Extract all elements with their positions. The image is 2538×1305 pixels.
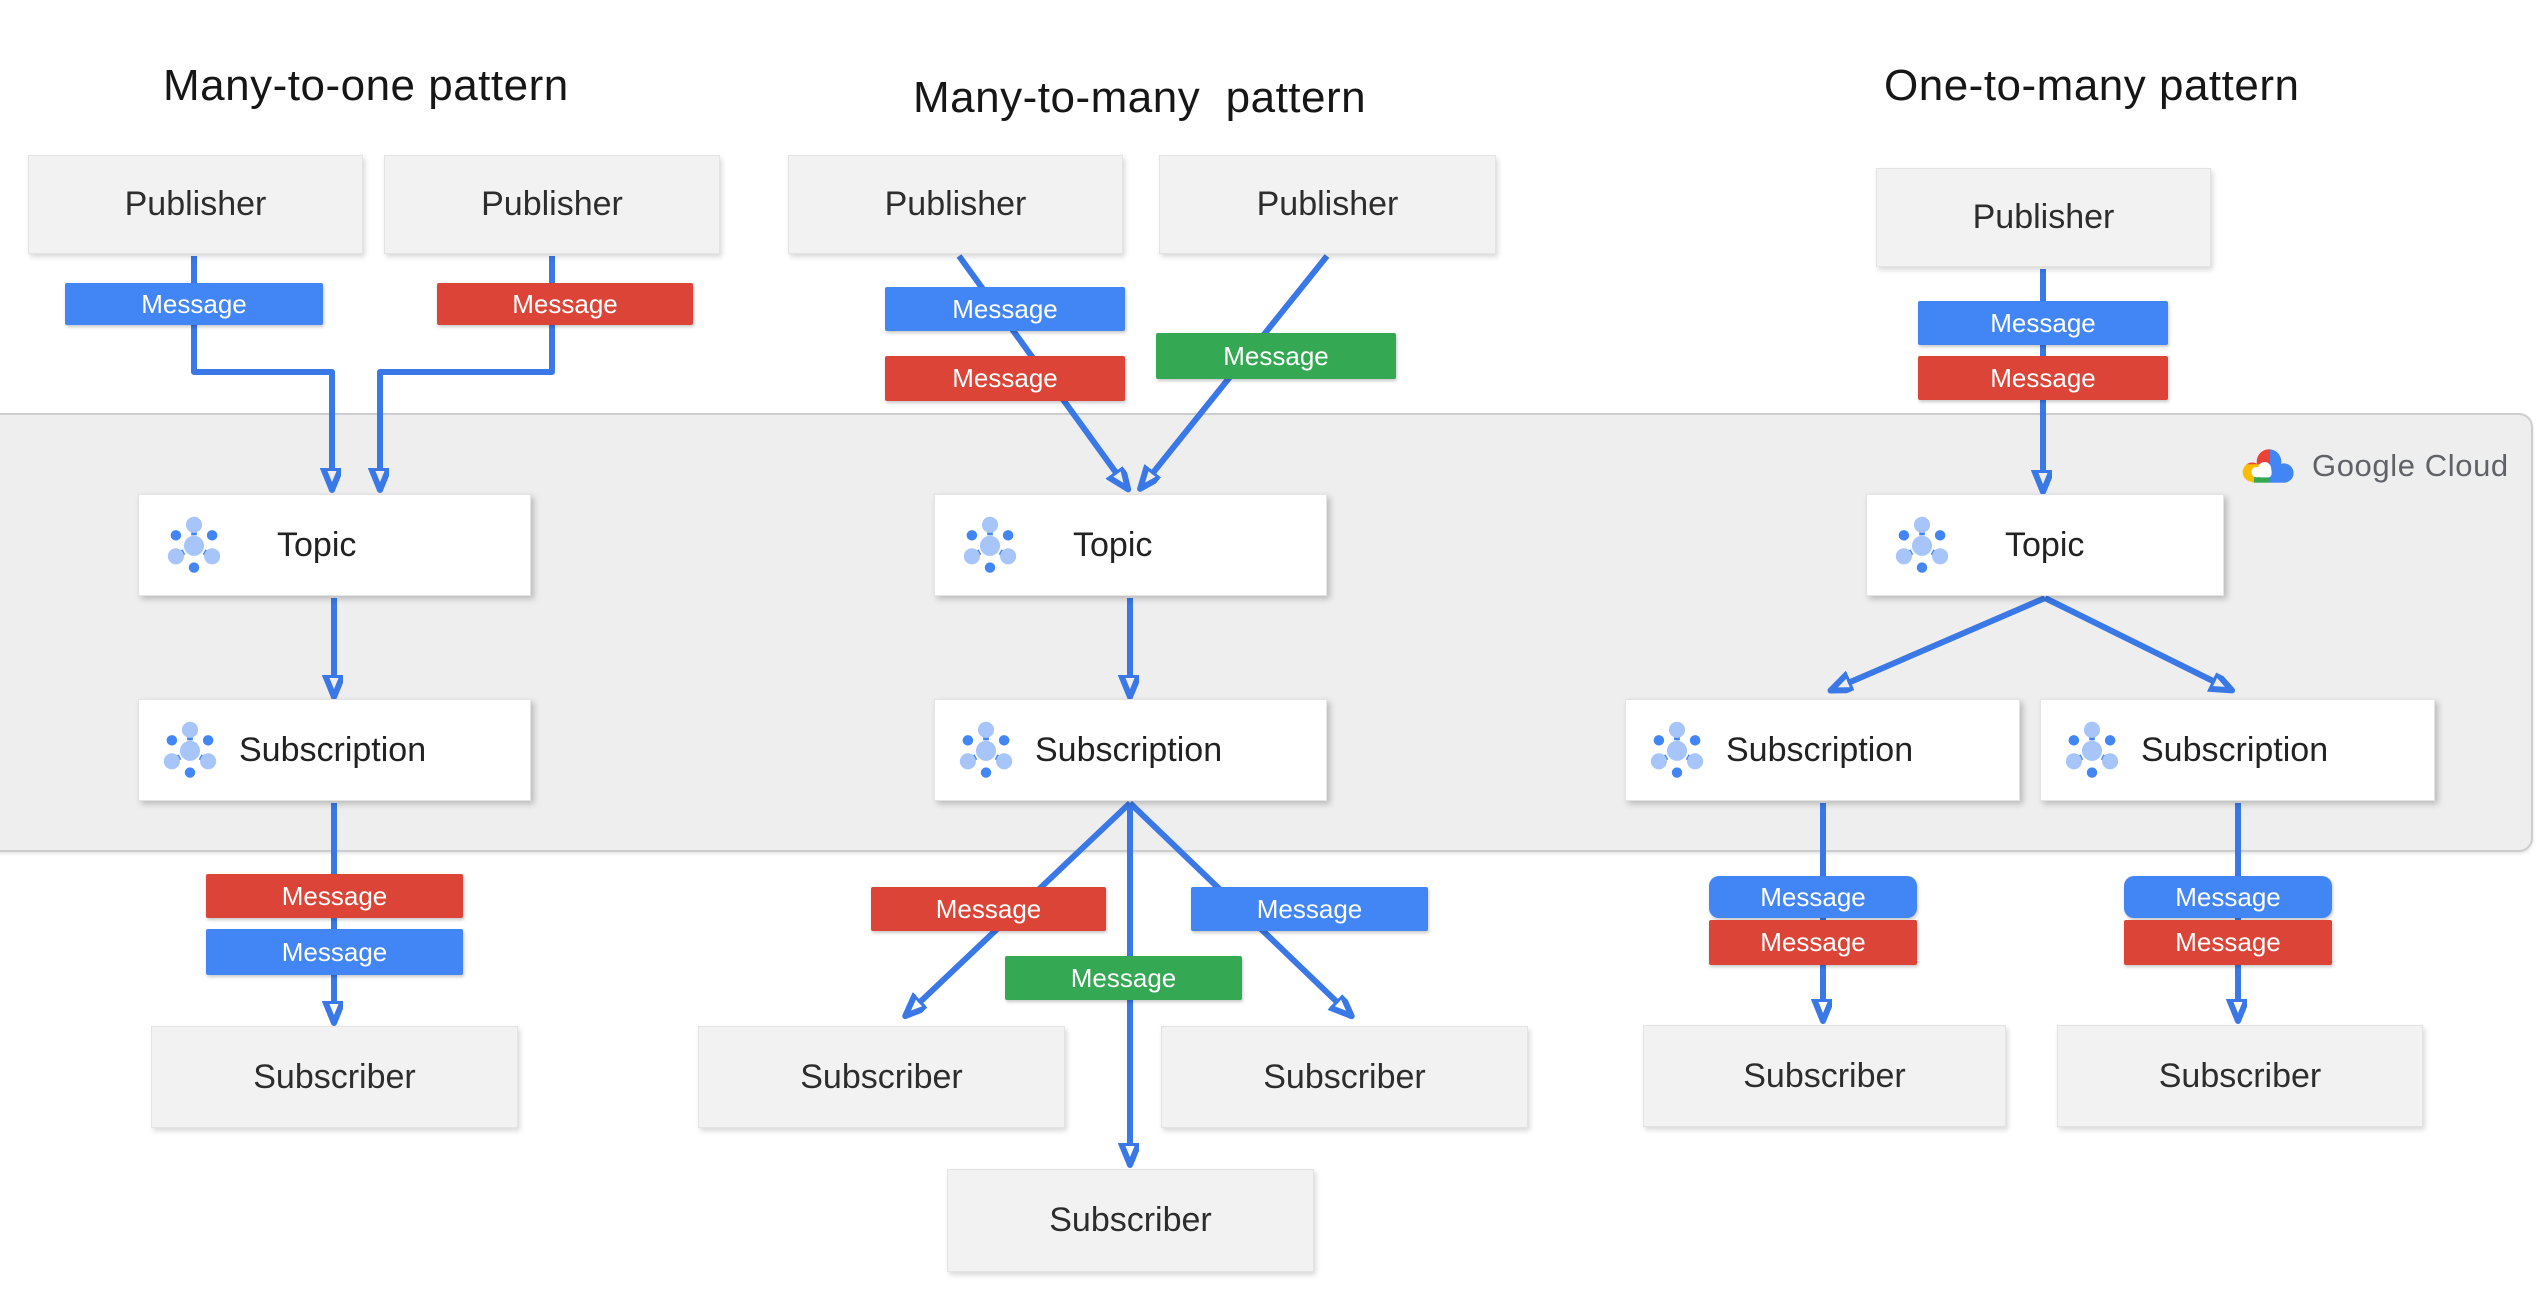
subscriber-label: Subscriber (253, 1057, 416, 1096)
subscription-box: Subscription (138, 699, 531, 801)
pubsub-subscription-icon (959, 721, 1013, 778)
subscriber-label: Subscriber (1743, 1056, 1906, 1095)
publisher-label: Publisher (1972, 198, 2115, 236)
pubsub-subscription-icon (1650, 721, 1704, 778)
publisher-label: Publisher (884, 185, 1027, 223)
publisher-label: Publisher (124, 185, 267, 223)
message-label: Message (512, 288, 618, 319)
subscriber-box: Subscriber (698, 1026, 1065, 1128)
message-label: Message (935, 893, 1042, 924)
message-badge-blue: Message (65, 283, 323, 325)
publisher-box: Publisher (28, 155, 363, 254)
subscriber-label: Subscriber (2158, 1056, 2322, 1095)
message-label: Message (952, 363, 1058, 393)
message-badge-blue: Message (1709, 876, 1917, 918)
topic-box: Topic (934, 494, 1327, 596)
publisher-box: Publisher (788, 155, 1123, 254)
subscription-box: Subscription (2040, 699, 2435, 801)
message-label: Message (1223, 340, 1329, 371)
subscription-label: Subscription (1035, 730, 1223, 769)
publisher-box: Publisher (384, 155, 720, 254)
pubsub-topic-icon (167, 516, 221, 573)
subscriber-label: Subscriber (800, 1057, 963, 1096)
message-badge-blue: Message (885, 287, 1125, 331)
publisher-box: Publisher (1876, 168, 2211, 267)
message-badge-blue: Message (1191, 887, 1428, 931)
topic-box: Topic (1866, 494, 2224, 596)
pubsub-subscription-icon (163, 721, 217, 778)
publisher-label: Publisher (1256, 185, 1399, 223)
subscription-label: Subscription (2141, 730, 2329, 769)
message-label: Message (1256, 893, 1363, 924)
message-badge-green: Message (1156, 333, 1396, 379)
message-badge-blue: Message (2124, 876, 2332, 918)
message-label: Message (1760, 927, 1866, 957)
message-label: Message (1760, 881, 1866, 912)
topic-label: Topic (277, 525, 357, 564)
message-badge-red: Message (437, 283, 693, 325)
subscriber-box: Subscriber (2057, 1025, 2423, 1127)
message-badge-red: Message (1709, 920, 1917, 965)
message-badge-red: Message (871, 887, 1106, 931)
topic-box: Topic (138, 494, 531, 596)
message-label: Message (2175, 927, 2281, 957)
subscriber-box: Subscriber (947, 1169, 1314, 1272)
pubsub-topic-icon (1895, 516, 1949, 573)
google-cloud-wordmark: Google Cloud (2312, 448, 2509, 483)
topic-label: Topic (1073, 525, 1153, 564)
message-label: Message (281, 880, 388, 911)
google-cloud-icon (2240, 444, 2298, 488)
message-label: Message (1990, 307, 2096, 338)
publisher-label: Publisher (481, 185, 623, 223)
subscription-box: Subscription (1625, 699, 2020, 801)
subscription-label: Subscription (1726, 730, 1914, 769)
pattern-title-many-to-many: Many-to-many pattern (913, 73, 1367, 122)
message-badge-red: Message (206, 874, 463, 918)
message-badge-red: Message (885, 356, 1125, 401)
pattern-title-many-to-one: Many-to-one pattern (163, 61, 569, 110)
message-label: Message (1990, 362, 2096, 393)
subscription-label: Subscription (239, 730, 427, 769)
topic-label: Topic (2005, 525, 2085, 564)
subscriber-label: Subscriber (1049, 1201, 1212, 1239)
message-badge-red: Message (1918, 356, 2168, 400)
message-label: Message (2175, 881, 2281, 912)
message-label: Message (141, 288, 247, 319)
subscription-box: Subscription (934, 699, 1327, 801)
subscriber-box: Subscriber (151, 1026, 518, 1128)
connector-topic3-subscription3b (2043, 595, 2215, 682)
connector-topic3-subscription3a (1848, 595, 2047, 683)
message-label: Message (1070, 962, 1177, 993)
message-label: Message (281, 936, 388, 967)
message-badge-blue: Message (1918, 301, 2168, 345)
pattern-title-one-to-many: One-to-many pattern (1884, 61, 2300, 110)
subscriber-box: Subscriber (1161, 1026, 1528, 1128)
google-cloud-logo: Google Cloud (2240, 440, 2509, 492)
subscriber-label: Subscriber (1263, 1057, 1426, 1096)
message-badge-red: Message (2124, 920, 2332, 965)
subscriber-box: Subscriber (1643, 1025, 2006, 1127)
message-badge-blue: Message (206, 929, 463, 975)
pubsub-topic-icon (963, 516, 1017, 573)
message-badge-green: Message (1005, 956, 1242, 1000)
pubsub-subscription-icon (2065, 721, 2119, 778)
publisher-box: Publisher (1159, 155, 1496, 254)
message-label: Message (952, 293, 1058, 324)
